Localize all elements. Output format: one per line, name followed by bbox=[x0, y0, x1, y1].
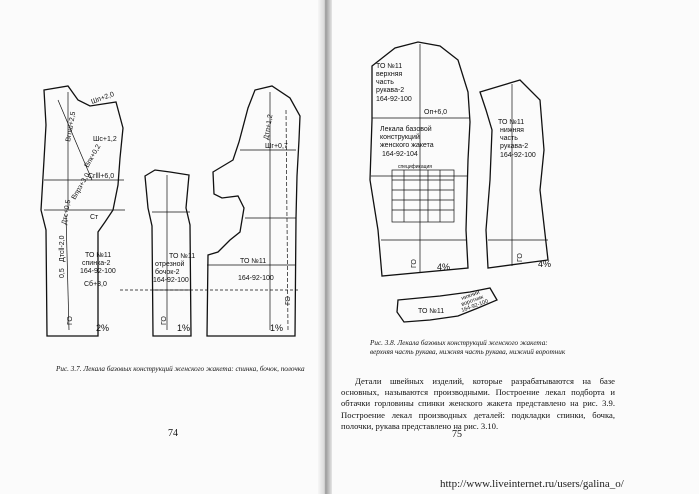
label-shs: Шс+1,2 bbox=[93, 136, 117, 143]
side-go: ГО bbox=[161, 316, 168, 325]
right-pattern-drawing: ТО №11 верхняя часть рукава-2 164-92-100… bbox=[369, 41, 551, 323]
back-pattern-outline bbox=[40, 85, 124, 337]
left-pattern-drawing: Шп+2,0 Вгпш+2,5 Шс+1,2 Впк+0,2 Сгlll+6,0… bbox=[40, 85, 301, 337]
label-dtp: Дтп+1,2 bbox=[263, 114, 274, 140]
right-page bbox=[332, 0, 699, 494]
label-shg: Шг+0,7 bbox=[265, 143, 288, 150]
left-page-number: 74 bbox=[168, 428, 178, 439]
lekala-line1: Лекала базовой bbox=[380, 125, 432, 133]
label-zero5: 0,5 bbox=[59, 268, 66, 278]
upper-size: 164-92-100 bbox=[376, 96, 412, 103]
label-cr: Сгlll+6,0 bbox=[88, 173, 114, 180]
lower-percent: 4% bbox=[538, 259, 551, 269]
side-name1: отрезной bbox=[155, 260, 185, 268]
front-pattern-outline bbox=[206, 85, 301, 337]
right-caption-line1: Рис. 3.8. Лекала базовых конструкций жен… bbox=[370, 339, 548, 347]
book-gutter bbox=[318, 0, 332, 494]
upper-to: ТО №11 bbox=[376, 63, 402, 70]
front-size: 164-92-100 bbox=[238, 275, 274, 282]
back-name: спинка-2 bbox=[82, 260, 111, 267]
front-percent: 1% bbox=[270, 323, 283, 333]
left-caption: Рис. 3.7. Лекала базовых конструкций жен… bbox=[56, 365, 305, 373]
right-caption: Рис. 3.8. Лекала базовых конструкций жен… bbox=[370, 339, 610, 357]
front-go: ГО bbox=[285, 296, 292, 305]
upper-name3: рукава-2 bbox=[376, 87, 404, 94]
lower-name2: часть bbox=[500, 135, 518, 142]
back-to: ТО №11 bbox=[85, 252, 111, 259]
collar-outline bbox=[396, 287, 498, 323]
upper-name2: часть bbox=[376, 79, 394, 86]
upper-sleeve-outline bbox=[369, 41, 471, 277]
lower-go: ГО bbox=[517, 253, 524, 262]
spec-title: спецификация bbox=[398, 164, 432, 170]
lower-name1: нижняя bbox=[500, 127, 524, 134]
back-size: 164-92-100 bbox=[80, 268, 116, 275]
label-st: Ст bbox=[90, 214, 99, 221]
lekala-line2: конструкций bbox=[380, 133, 420, 141]
side-to: ТО №11 bbox=[169, 253, 195, 260]
label-op: Оп+6,0 bbox=[424, 109, 447, 116]
upper-name1: верхняя bbox=[376, 71, 403, 78]
side-pattern-outline bbox=[144, 169, 192, 337]
side-percent: 1% bbox=[177, 323, 190, 333]
right-caption-line2: верхняя часть рукава, нижняя часть рукав… bbox=[370, 348, 566, 356]
collar-to: ТО №11 bbox=[418, 308, 444, 315]
side-name2: бочок-2 bbox=[155, 268, 180, 276]
right-page-number: 75 bbox=[452, 429, 462, 440]
label-dts: Дтс+0,5 bbox=[61, 199, 72, 225]
right-body-text: Детали швейных изделий, которые разрабат… bbox=[341, 376, 615, 431]
label-sb: Сб+3,0 bbox=[84, 280, 107, 288]
back-percent: 2% bbox=[96, 323, 109, 333]
left-page bbox=[0, 0, 330, 494]
lower-to: ТО №11 bbox=[498, 119, 524, 126]
watermark-url: http://www.liveinternet.ru/users/galina_… bbox=[440, 478, 624, 490]
side-size: 164-92-100 bbox=[153, 277, 189, 284]
lower-name3: рукава-2 bbox=[500, 143, 528, 150]
lekala-line4: 164-92-104 bbox=[382, 151, 418, 158]
lower-size: 164-92-100 bbox=[500, 152, 536, 159]
upper-percent: 4% bbox=[437, 262, 450, 272]
lekala-line3: женского жакета bbox=[380, 142, 434, 149]
lower-sleeve-outline bbox=[479, 79, 549, 269]
upper-go: ГО bbox=[411, 259, 418, 268]
front-to: ТО №11 bbox=[240, 258, 266, 265]
label-dtsii: Дтсll-2,0 bbox=[59, 235, 66, 262]
back-go: ГО bbox=[67, 316, 74, 325]
